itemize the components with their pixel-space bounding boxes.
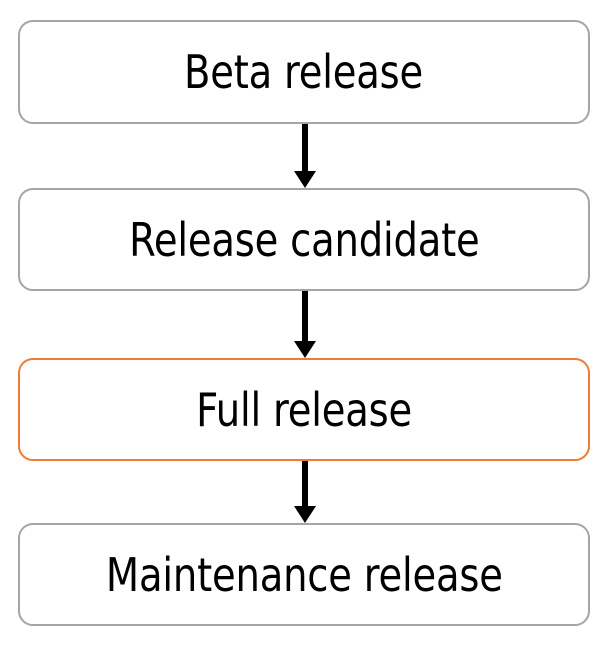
flow-node-label: Beta release <box>184 45 424 99</box>
arrow-shaft <box>302 461 308 506</box>
arrow-head-down-icon <box>294 341 316 358</box>
flow-arrow-release-candidate-to-full-release <box>294 291 316 358</box>
arrow-head-down-icon <box>294 506 316 523</box>
flow-node-release-candidate[interactable]: Release candidate <box>18 188 590 291</box>
flow-node-label: Full release <box>196 382 412 437</box>
arrow-shaft <box>302 291 308 341</box>
flow-node-beta-release[interactable]: Beta release <box>18 20 590 124</box>
flow-node-maintenance-release[interactable]: Maintenance release <box>18 523 590 626</box>
arrow-shaft <box>302 124 308 171</box>
arrow-head-down-icon <box>294 171 316 188</box>
flow-arrow-beta-to-release-candidate <box>294 124 316 188</box>
flow-node-full-release[interactable]: Full release <box>18 358 590 461</box>
flow-node-label: Maintenance release <box>105 547 503 602</box>
flow-node-label: Release candidate <box>128 212 480 267</box>
flow-arrow-full-release-to-maintenance-release <box>294 461 316 523</box>
